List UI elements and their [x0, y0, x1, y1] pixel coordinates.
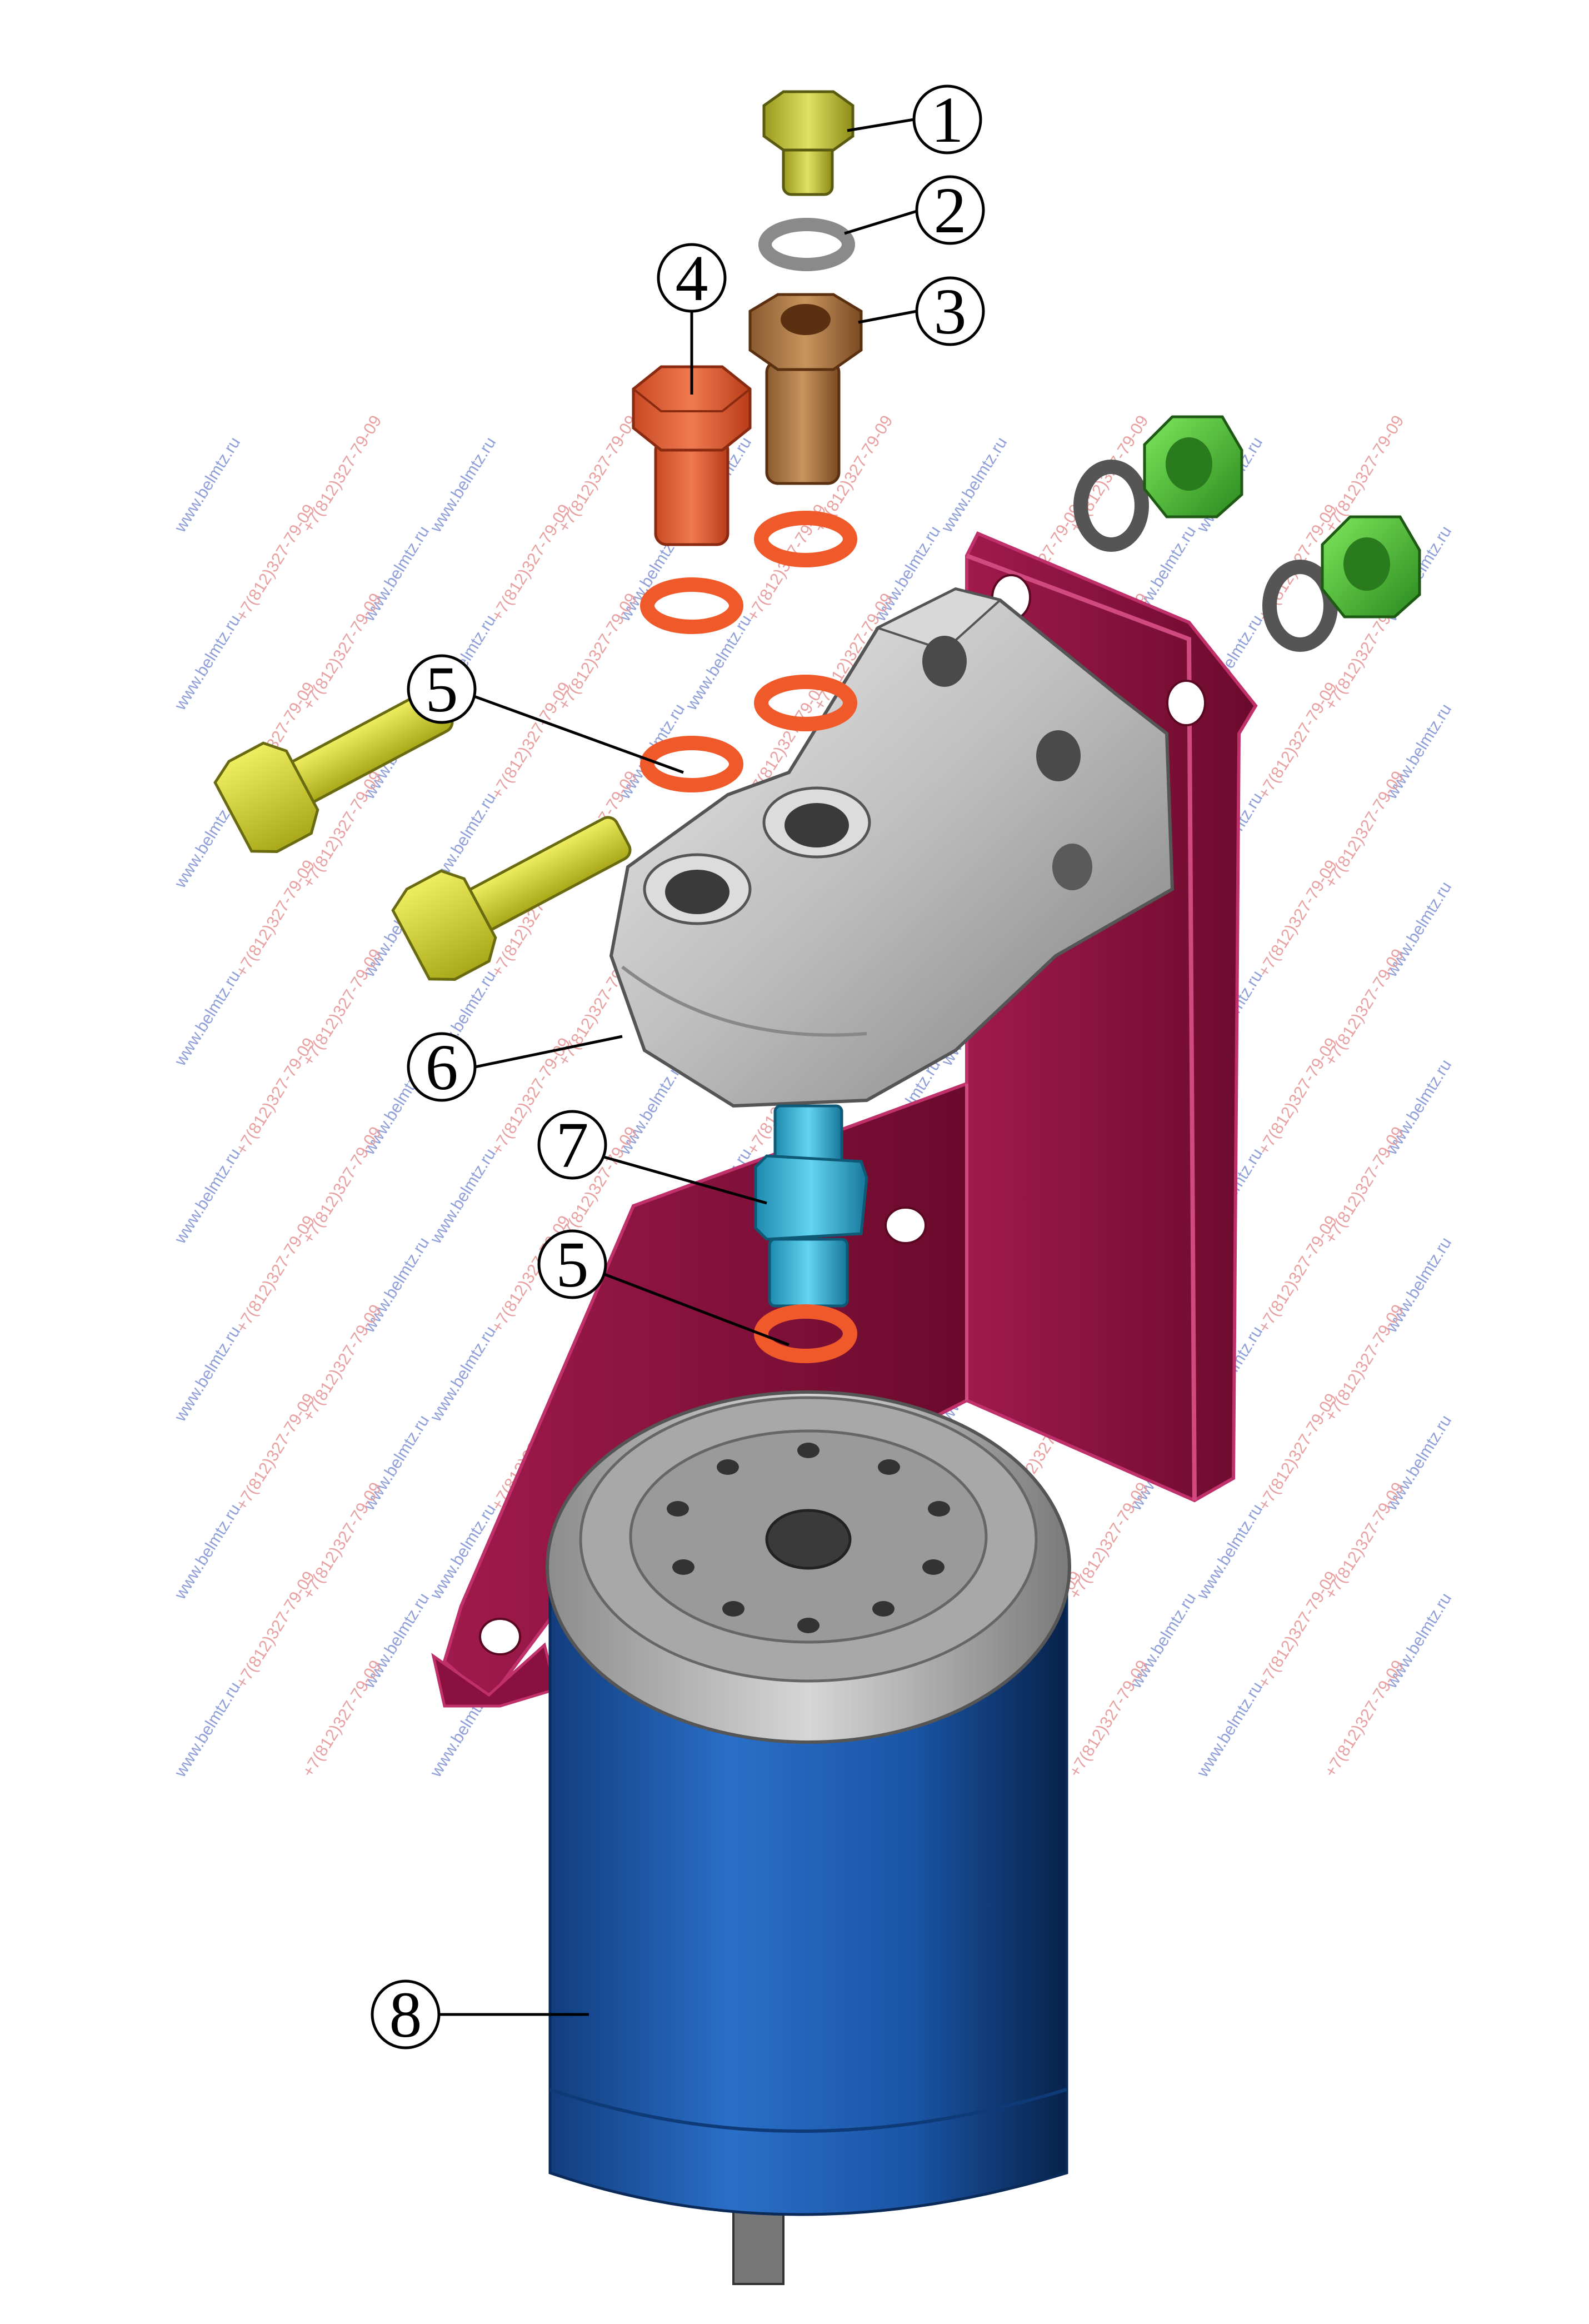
sealing-washer-2 [758, 218, 855, 271]
watermark-phone: +7(812)327-79-09 [1255, 1213, 1341, 1336]
hollow-bolt-4 [632, 365, 752, 546]
plug-1 [762, 90, 855, 196]
callout-7: 7 [537, 1109, 767, 1205]
callout-layer: 1 2 3 4 5 6 7 [371, 83, 985, 2051]
filter-head-housing [609, 587, 1175, 1108]
fitting-3 [748, 293, 863, 485]
watermark-phone: +7(812)327-79-09 [232, 501, 319, 625]
watermark-phone: +7(812)327-79-09 [488, 501, 574, 625]
watermark-phone: +7(812)327-79-09 [232, 1035, 319, 1158]
callout-label: 7 [556, 1109, 589, 1181]
watermark-phone: +7(812)327-79-09 [299, 1657, 386, 1781]
watermark-phone: +7(812)327-79-09 [1255, 1035, 1341, 1158]
callout-5-lower: 5 [537, 1228, 789, 1346]
callout-label: 2 [934, 174, 967, 247]
watermark-site: www.belmtz.ru [171, 1679, 244, 1781]
callout-label: 5 [556, 1228, 589, 1301]
watermark-phone: +7(812)327-79-09 [1066, 1657, 1152, 1781]
callout-label: 4 [676, 242, 708, 315]
watermark-phone: +7(812)327-79-09 [1321, 1657, 1408, 1781]
washers-and-nuts [1073, 415, 1421, 652]
mounting-bolts [213, 688, 632, 981]
watermark-site: www.belmtz.ru [426, 1323, 499, 1425]
watermark-site: www.belmtz.ru [426, 1145, 499, 1248]
callout-label: 5 [426, 653, 458, 726]
filter-cartridge [546, 1390, 1071, 2285]
callout-1: 1 [847, 83, 982, 156]
watermark-site: www.belmtz.ru [171, 967, 244, 1070]
watermark-phone: +7(812)327-79-09 [488, 679, 574, 802]
callout-3: 3 [858, 275, 985, 348]
watermark-site: www.belmtz.ru [1193, 1501, 1266, 1603]
callout-8: 8 [371, 1978, 589, 2051]
watermark-phone: +7(812)327-79-09 [1255, 857, 1341, 980]
watermark-phone: +7(812)327-79-09 [1255, 1568, 1341, 1692]
watermark-site: www.belmtz.ru [1193, 1679, 1266, 1781]
watermark-site: www.belmtz.ru [171, 434, 244, 536]
callout-4: 4 [657, 242, 727, 395]
callout-label: 8 [389, 1978, 422, 2051]
watermark-site: www.belmtz.ru [171, 1145, 244, 1248]
callout-6: 6 [407, 1031, 623, 1104]
callout-5-upper: 5 [407, 653, 684, 774]
watermark-site: www.belmtz.ru [937, 434, 1011, 536]
watermark-site: www.belmtz.ru [171, 612, 244, 714]
callout-label: 1 [931, 83, 964, 156]
watermark-phone: +7(812)327-79-09 [232, 1213, 319, 1336]
callout-2: 2 [844, 174, 985, 247]
connecting-nipple [754, 1104, 868, 1308]
watermark-phone: +7(812)327-79-09 [232, 857, 319, 980]
watermark-phone: +7(812)327-79-09 [232, 1568, 319, 1692]
watermark-phone: +7(812)327-79-09 [232, 1390, 319, 1514]
callout-label: 6 [426, 1031, 458, 1104]
watermark-site: www.belmtz.ru [426, 434, 499, 536]
watermark-site: www.belmtz.ru [171, 1501, 244, 1603]
callout-label: 3 [934, 275, 967, 348]
watermark-phone: +7(812)327-79-09 [1255, 679, 1341, 802]
watermark-phone: +7(812)327-79-09 [1255, 1390, 1341, 1514]
watermark-site: www.belmtz.ru [171, 1323, 244, 1425]
